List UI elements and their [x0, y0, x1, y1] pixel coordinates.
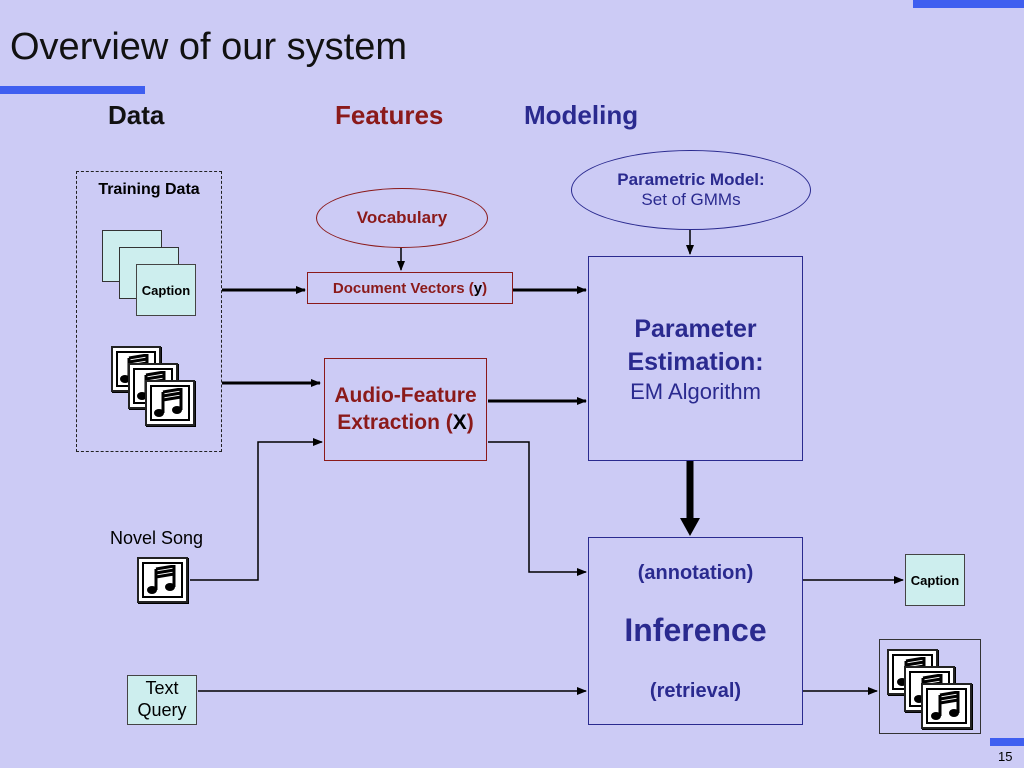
text-query-line1: Text: [145, 678, 179, 699]
parametric-model-subtitle: Set of GMMs: [641, 190, 741, 209]
vocabulary-ellipse: Vocabulary: [316, 188, 488, 248]
parametric-model-ellipse: Parametric Model: Set of GMMs: [571, 150, 811, 230]
document-vectors-box: Document Vectors (y): [307, 272, 513, 304]
novel-song-file: [137, 557, 188, 603]
slide-title: Overview of our system: [10, 26, 407, 68]
audio-feature-extraction-box: Audio-Feature Extraction (X): [324, 358, 487, 461]
music-note-icon: [146, 565, 175, 594]
document-vectors-symbol: y: [473, 279, 483, 297]
retrieved-song-file: [921, 683, 972, 729]
features-column-heading: Features: [335, 100, 444, 130]
output-caption-label: Caption: [910, 572, 960, 588]
parameter-estimation-line3: EM Algorithm: [630, 379, 761, 404]
audio-feature-line2: Extraction (X): [337, 410, 474, 434]
inference-box: (annotation) Inference (retrieval): [588, 537, 803, 725]
retrieved-songs-group: [879, 639, 981, 734]
vocabulary-label: Vocabulary: [356, 208, 448, 227]
page-number: 15: [998, 749, 1013, 764]
data-column-heading: Data: [108, 100, 165, 130]
output-caption-document: Caption: [905, 554, 965, 606]
parameter-estimation-line1: Parameter: [634, 315, 757, 343]
parameter-estimation-line2: Estimation:: [627, 347, 764, 376]
top-accent-bar: [913, 0, 1024, 8]
training-caption-document: Caption: [136, 264, 196, 316]
bottom-accent-bar: [990, 738, 1024, 746]
training-data-label: Training Data: [98, 181, 200, 198]
training-data-group: [76, 171, 222, 452]
inference-retrieval-label: (retrieval): [649, 680, 742, 702]
training-caption-label: Caption: [141, 282, 191, 298]
document-vectors-label: Document Vectors (: [332, 279, 474, 297]
text-query-line2: Query: [137, 700, 187, 720]
title-underline-bar: [0, 86, 145, 94]
inference-annotation-label: (annotation): [637, 562, 754, 584]
music-note-icon: [930, 691, 959, 720]
novel-song-label: Novel Song: [110, 528, 204, 548]
modeling-column-heading: Modeling: [524, 100, 639, 130]
inference-title: Inference: [624, 612, 767, 648]
music-note-icon: [154, 388, 183, 417]
text-query-box: Text Query: [127, 675, 197, 725]
training-song-file: [145, 380, 195, 426]
audio-feature-line1: Audio-Feature: [334, 384, 477, 408]
parametric-model-title: Parametric Model:: [617, 170, 765, 189]
document-vectors-close: ): [482, 279, 488, 297]
parameter-estimation-box: Parameter Estimation: EM Algorithm: [588, 256, 803, 461]
